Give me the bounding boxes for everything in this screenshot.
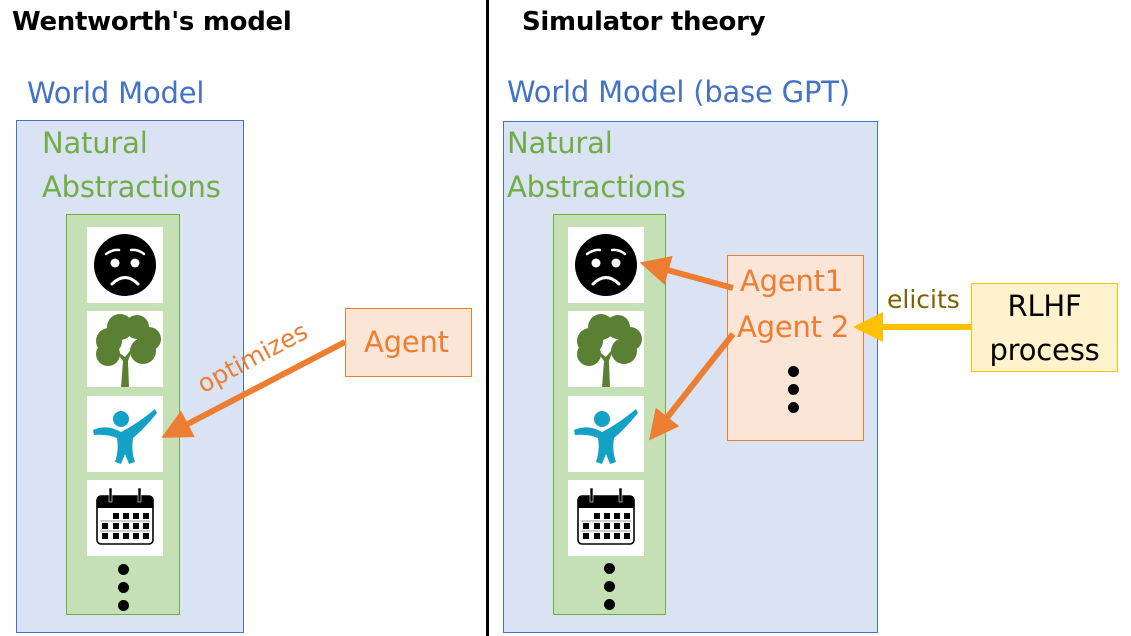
left-sad-face-icon	[87, 227, 163, 303]
agent1-label: Agent1	[740, 264, 844, 298]
agent2-label: Agent 2	[737, 310, 850, 344]
right-panel-title: Simulator theory	[522, 7, 766, 37]
right-more-dot-2	[604, 581, 615, 592]
left-more-dot-3	[118, 600, 129, 611]
left-tree-icon	[87, 311, 163, 387]
right-natural-abstractions-label: Natural Abstractions	[507, 121, 686, 209]
left-agent-label: Agent	[364, 325, 449, 359]
agents-more-dot-3	[788, 402, 799, 413]
right-more-dot-3	[604, 599, 615, 610]
agents-more-dot-1	[788, 366, 799, 377]
right-world-model-label: World Model (base GPT)	[507, 75, 850, 109]
right-na-line1: Natural	[507, 126, 613, 160]
left-na-line1: Natural	[42, 126, 148, 160]
left-person-icon	[87, 396, 163, 472]
right-more-dot-1	[604, 563, 615, 574]
left-calendar-icon	[87, 480, 163, 556]
right-sad-face-icon	[568, 227, 644, 303]
agents-more-dot-2	[788, 384, 799, 395]
right-person-icon	[568, 396, 644, 472]
left-more-dot-1	[118, 564, 129, 575]
elicits-label: elicits	[887, 285, 960, 314]
panel-divider	[486, 0, 489, 636]
right-tree-icon	[568, 311, 644, 387]
left-panel-title: Wentworth's model	[12, 7, 292, 37]
left-world-model-label: World Model	[27, 76, 205, 110]
rlhf-line1: RLHF	[1007, 289, 1082, 323]
rlhf-line2: process	[989, 333, 1100, 367]
rlhf-box: RLHF process	[971, 283, 1118, 372]
left-natural-abstractions-label: Natural Abstractions	[42, 121, 221, 209]
left-na-line2: Abstractions	[42, 170, 221, 204]
left-more-dot-2	[118, 582, 129, 593]
right-calendar-icon	[568, 480, 644, 556]
right-na-line2: Abstractions	[507, 170, 686, 204]
